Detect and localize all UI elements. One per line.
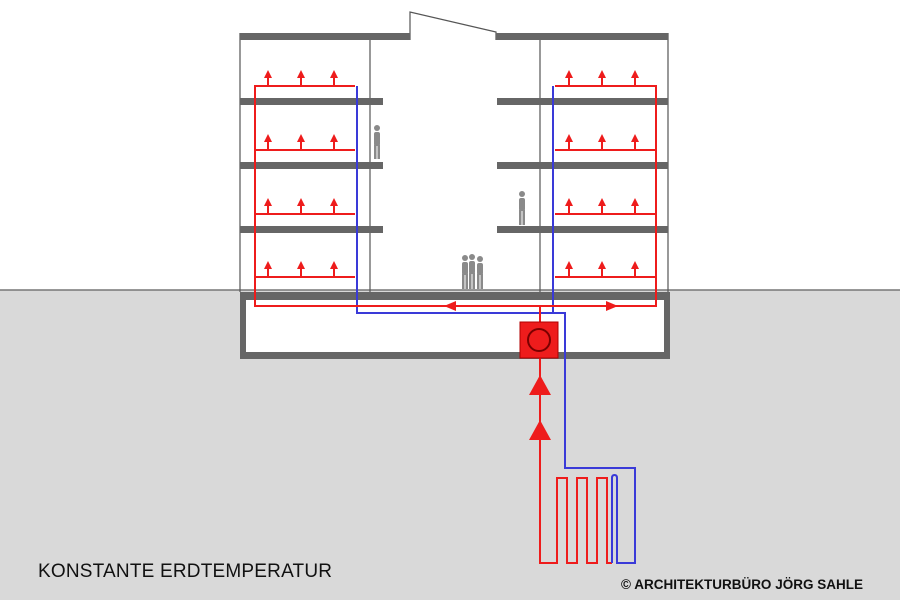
arrow-up-icon xyxy=(330,134,338,150)
heating-arrows xyxy=(264,70,639,277)
supply-line xyxy=(254,85,657,564)
arrow-up-icon xyxy=(264,198,272,214)
arrow-up-icon xyxy=(297,70,305,86)
arrow-up-icon xyxy=(565,198,573,214)
person-icon xyxy=(477,256,483,289)
arrow-up-icon xyxy=(631,198,639,214)
flow-arrows xyxy=(444,301,618,311)
roof-left xyxy=(240,33,410,40)
person-icon xyxy=(374,125,380,159)
copyright-notice: © ARCHITEKTURBÜRO JÖRG SAHLE xyxy=(621,577,863,592)
arrow-up-icon xyxy=(598,261,606,277)
ground-supply-arrows xyxy=(529,375,551,440)
arrow-up-icon xyxy=(631,70,639,86)
building-outline xyxy=(239,11,669,292)
return-line xyxy=(356,86,636,564)
arrow-up-icon xyxy=(297,261,305,277)
roof-right xyxy=(496,33,668,40)
slab-right-1 xyxy=(497,98,668,105)
arrow-up-icon xyxy=(631,261,639,277)
arrow-up-icon xyxy=(297,134,305,150)
heat-pump-icon xyxy=(519,321,559,359)
arrow-up-icon xyxy=(598,70,606,86)
arrow-up-icon xyxy=(529,375,551,395)
people xyxy=(374,125,525,289)
arrow-up-icon xyxy=(264,134,272,150)
arrow-up-icon xyxy=(565,70,573,86)
arrow-up-icon xyxy=(297,198,305,214)
atrium-roof xyxy=(409,11,497,40)
slab-right-2 xyxy=(497,162,668,169)
person-icon xyxy=(519,191,525,225)
arrow-up-icon xyxy=(565,261,573,277)
ground-loop-return xyxy=(611,473,618,563)
person-icon xyxy=(469,254,475,289)
slab-left-3 xyxy=(240,226,383,233)
person-icon xyxy=(462,255,468,289)
flow-arrow-icon xyxy=(606,301,618,311)
slab-right-3 xyxy=(497,226,668,233)
arrow-up-icon xyxy=(598,134,606,150)
flow-arrow-icon xyxy=(444,301,456,311)
arrow-up-icon xyxy=(264,261,272,277)
slab-left-1 xyxy=(240,98,383,105)
slab-left-2 xyxy=(240,162,383,169)
arrow-up-icon xyxy=(598,198,606,214)
arrow-up-icon xyxy=(330,261,338,277)
caption: KONSTANTE ERDTEMPERATUR xyxy=(38,561,333,582)
arrow-up-icon xyxy=(330,198,338,214)
arrow-up-icon xyxy=(565,134,573,150)
arrow-up-icon xyxy=(264,70,272,86)
arrow-up-icon xyxy=(330,70,338,86)
floor-slabs xyxy=(240,33,668,233)
arrow-up-icon xyxy=(631,134,639,150)
arrow-up-icon xyxy=(529,420,551,440)
